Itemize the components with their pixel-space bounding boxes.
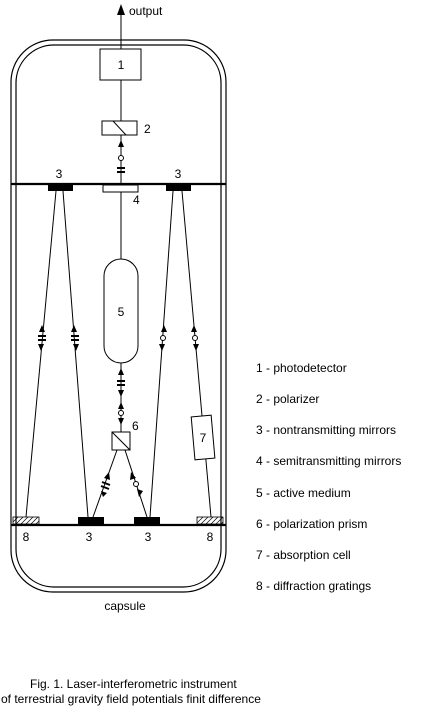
diffraction-grating-right bbox=[196, 516, 224, 525]
component-7-label: 7 bbox=[200, 431, 207, 445]
mirror-bottom-right-label: 3 bbox=[145, 530, 152, 544]
polarization-marks-right-outer bbox=[191, 325, 199, 351]
output-label: output bbox=[129, 4, 163, 18]
component-4-label: 4 bbox=[133, 193, 140, 207]
mirror-bottom-right bbox=[134, 517, 160, 525]
semitransmitting-mirror bbox=[102, 184, 139, 193]
caption-line-2: of terrestrial gravity field potentials … bbox=[1, 692, 261, 706]
polarization-marks-left-outer bbox=[38, 325, 46, 351]
legend-item: 4 - semitransmitting mirrors bbox=[256, 454, 401, 468]
mirror-top-right bbox=[166, 184, 191, 191]
output-arrow bbox=[117, 4, 125, 49]
figure-caption: Fig. 1. Laser-interferometric instrument… bbox=[1, 677, 261, 706]
component-6-label: 6 bbox=[132, 419, 139, 433]
polarization-marks-prism-left bbox=[100, 472, 111, 497]
photodetector-box bbox=[99, 48, 142, 81]
grating-left-label: 8 bbox=[23, 530, 30, 544]
polarizer bbox=[101, 120, 138, 136]
beam-left-outer bbox=[25, 190, 57, 518]
legend-item: 6 - polarization prism bbox=[256, 517, 367, 531]
legend-item: 2 - polarizer bbox=[256, 392, 319, 406]
mirror-top-right-label: 3 bbox=[175, 167, 182, 181]
absorption-cell bbox=[190, 414, 216, 461]
capsule-label: capsule bbox=[104, 599, 146, 613]
legend-item: 5 - active medium bbox=[256, 486, 351, 500]
polarization-prism bbox=[111, 431, 131, 451]
beam-left-inner bbox=[62, 190, 89, 518]
legend-item: 8 - diffraction gratings bbox=[256, 579, 371, 593]
polarization-marks-left-inner bbox=[71, 325, 79, 351]
diffraction-grating-left bbox=[12, 516, 40, 525]
legend-item: 1 - photodetector bbox=[256, 361, 347, 375]
grating-right-label: 8 bbox=[207, 530, 214, 544]
mirror-top-left-label: 3 bbox=[56, 167, 63, 181]
component-5-label: 5 bbox=[118, 305, 125, 319]
legend: 1 - photodetector 2 - polarizer 3 - nont… bbox=[256, 361, 401, 593]
polarization-marks-prism-right bbox=[130, 472, 143, 497]
caption-line-1: Fig. 1. Laser-interferometric instrument bbox=[30, 677, 237, 691]
legend-item: 3 - nontransmitting mirrors bbox=[256, 423, 396, 437]
component-2-label: 2 bbox=[144, 122, 151, 136]
beam-right-inner bbox=[149, 190, 174, 518]
polarization-marks-right-inner bbox=[159, 325, 167, 351]
polarization-marks-lower bbox=[117, 368, 125, 425]
mirror-top-left bbox=[48, 184, 73, 191]
polarization-marks-upper bbox=[117, 140, 125, 173]
legend-item: 7 - absorption cell bbox=[256, 548, 351, 562]
component-1-label: 1 bbox=[118, 58, 125, 72]
beam-right-outer bbox=[181, 190, 212, 518]
mirror-bottom-left-label: 3 bbox=[86, 530, 93, 544]
mirror-bottom-left bbox=[78, 517, 104, 525]
capsule bbox=[10, 39, 227, 593]
